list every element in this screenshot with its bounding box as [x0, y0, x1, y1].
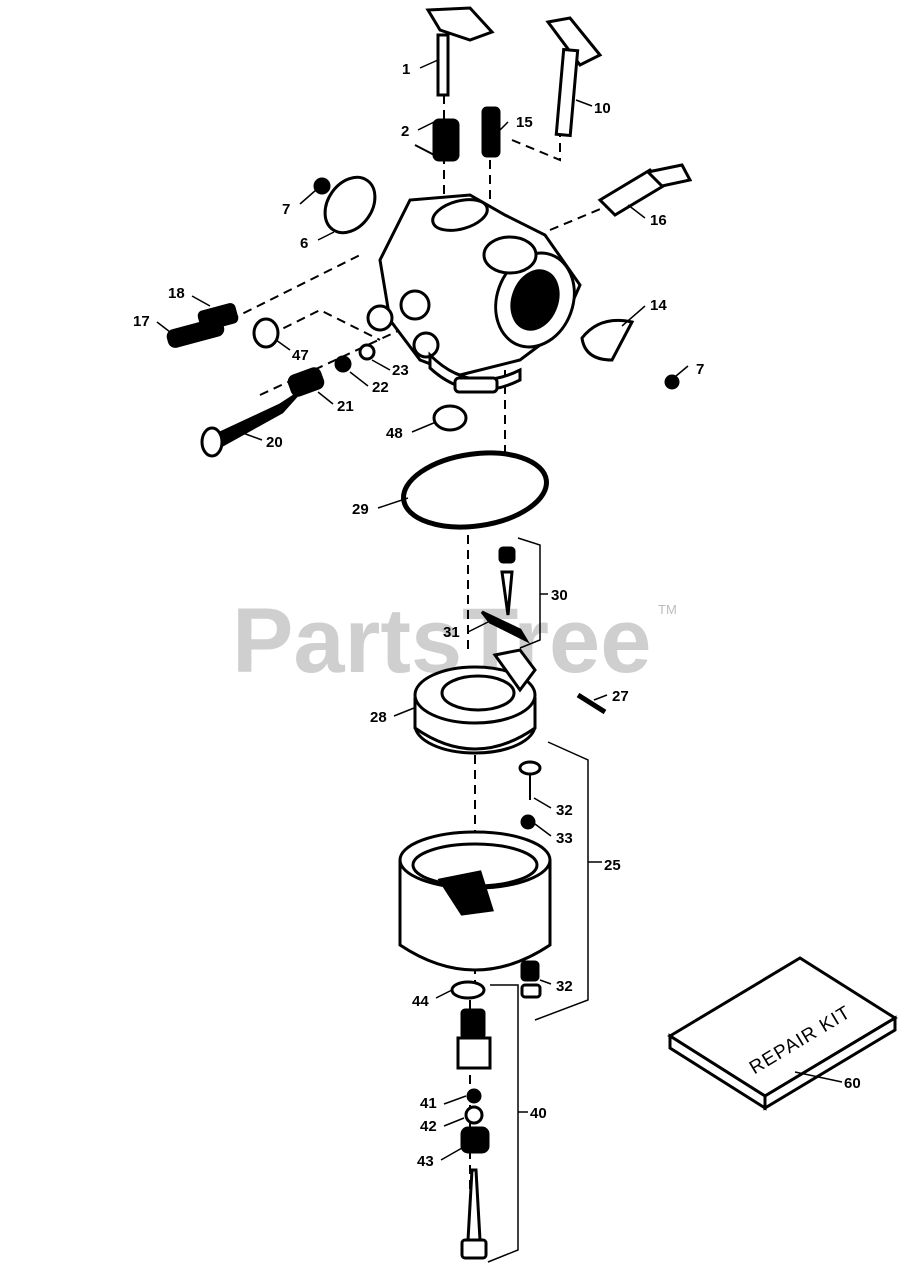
callout-25: 25 — [604, 857, 621, 874]
callout-6: 6 — [300, 235, 308, 252]
callout-41: 41 — [420, 1095, 437, 1112]
callout-2: 2 — [401, 123, 409, 140]
callouts: 1 2 15 10 7 6 16 14 7 18 17 47 23 22 21 … — [133, 61, 704, 1170]
part-1-throttle-shaft — [425, 6, 495, 97]
part-23-seal — [358, 343, 376, 361]
callout-21: 21 — [337, 398, 354, 415]
part-21-spring — [287, 367, 325, 397]
carburetor-body — [366, 193, 582, 394]
callout-20: 20 — [266, 434, 283, 451]
part-20-needle-valve — [200, 390, 302, 458]
callout-7a: 7 — [282, 201, 290, 218]
part-14-choke-plate — [580, 318, 680, 390]
part-40-needle — [460, 1168, 488, 1260]
callout-7b: 7 — [696, 361, 704, 378]
callout-18: 18 — [168, 285, 185, 302]
part-17-18-idle-screw — [166, 303, 239, 348]
callout-10: 10 — [594, 100, 611, 117]
callout-40: 40 — [530, 1105, 547, 1122]
part-6-throttle-plate — [313, 175, 377, 235]
callout-23: 23 — [392, 362, 409, 379]
callout-43: 43 — [417, 1153, 434, 1170]
watermark-trademark: TM — [658, 602, 677, 617]
part-40-bowl-nut — [456, 984, 519, 1263]
callout-32a: 32 — [556, 802, 573, 819]
part-43-spring — [460, 1126, 490, 1154]
callout-31: 31 — [443, 624, 460, 641]
callout-29: 29 — [352, 501, 369, 518]
callout-22: 22 — [372, 379, 389, 396]
part-29-gasket — [401, 450, 549, 530]
part-2-spring — [414, 118, 460, 162]
part-48-plug — [432, 404, 468, 432]
part-16-fitting — [597, 163, 693, 217]
repair-kit-box: REPAIR KIT 60 — [667, 956, 898, 1111]
part-32-33-valve — [518, 760, 542, 999]
callout-42: 42 — [420, 1118, 437, 1135]
callout-14: 14 — [650, 297, 667, 314]
part-25-float-bowl — [398, 741, 589, 1021]
part-10-choke-shaft — [545, 16, 603, 138]
part-44-washer — [450, 980, 486, 1000]
part-30-needle-seat — [498, 537, 541, 649]
part-27-float-pin — [576, 692, 607, 715]
callout-32b: 32 — [556, 978, 573, 995]
part-31-clip — [480, 610, 530, 644]
callout-16: 16 — [650, 212, 667, 229]
callout-15: 15 — [516, 114, 533, 131]
callout-33: 33 — [556, 830, 573, 847]
callout-1: 1 — [402, 61, 410, 78]
callout-30: 30 — [551, 587, 568, 604]
callout-44: 44 — [412, 993, 429, 1010]
callout-28: 28 — [370, 709, 387, 726]
callout-17: 17 — [133, 313, 150, 330]
part-41-washer — [466, 1088, 482, 1104]
part-42-washer — [464, 1105, 484, 1125]
callout-48: 48 — [386, 425, 403, 442]
part-47-plug — [252, 317, 280, 349]
callout-47: 47 — [292, 347, 309, 364]
callout-27: 27 — [612, 688, 629, 705]
leader-lines — [156, 59, 689, 1161]
part-28-float — [413, 648, 537, 755]
part-15-spring — [481, 106, 501, 158]
part-22-washer — [334, 355, 352, 373]
callout-60: 60 — [844, 1075, 861, 1092]
